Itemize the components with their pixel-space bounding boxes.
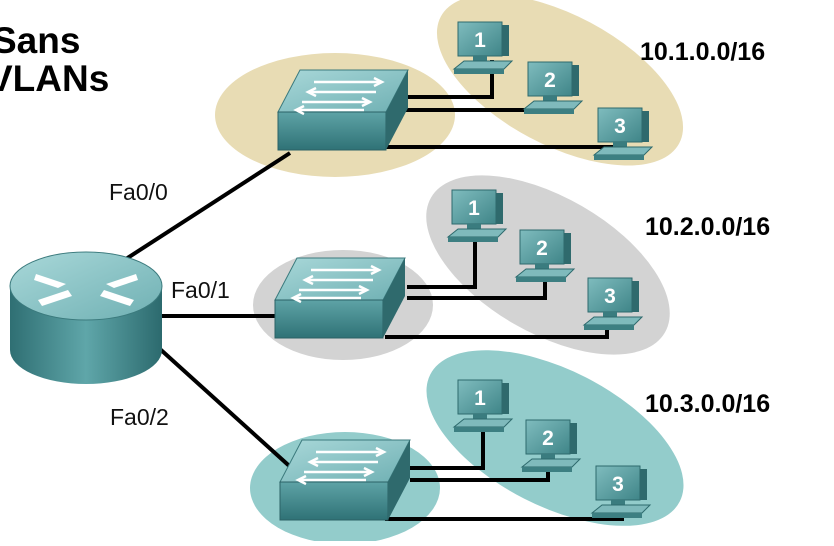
title-line-1: Sans bbox=[0, 20, 81, 61]
pc-icon: 3 bbox=[582, 277, 644, 330]
pc-icon: 3 bbox=[592, 107, 654, 160]
router bbox=[9, 251, 163, 384]
pc-number-label: 3 bbox=[604, 285, 616, 308]
pc-icon: 2 bbox=[522, 61, 584, 114]
port-label-fa0-1: Fa0/1 bbox=[171, 277, 230, 303]
router-arrows-icon bbox=[34, 274, 138, 306]
link-switch2-pc1 bbox=[407, 232, 477, 289]
port-label-fa0-2: Fa0/2 bbox=[110, 404, 169, 430]
link-switch3-pc1 bbox=[410, 420, 485, 470]
link-fa0-0 bbox=[110, 151, 292, 270]
pc-number-label: 3 bbox=[612, 473, 624, 496]
pc-icon: 3 bbox=[590, 465, 652, 518]
title-line-2: VLANs bbox=[0, 58, 110, 99]
pc-icon: 1 bbox=[452, 379, 514, 432]
pc-number-label: 1 bbox=[468, 197, 480, 220]
switch-3 bbox=[279, 439, 411, 521]
pc-number-label: 2 bbox=[536, 237, 548, 260]
pc-number-label: 2 bbox=[542, 427, 554, 450]
segment-ellipses bbox=[215, 0, 684, 544]
pc-icon: 2 bbox=[520, 419, 582, 472]
pc-number-label: 1 bbox=[474, 387, 486, 410]
segment-1-hosts-zone bbox=[436, 0, 684, 166]
switch-2 bbox=[274, 257, 406, 339]
switch-arrows-icon bbox=[295, 446, 387, 486]
port-label-fa0-0: Fa0/0 bbox=[109, 179, 168, 205]
switch-1 bbox=[277, 69, 409, 151]
switches bbox=[274, 69, 411, 521]
subnet-label-3: 10.3.0.0/16 bbox=[645, 390, 771, 418]
link-fa0-2 bbox=[148, 338, 298, 474]
subnet-label-1: 10.1.0.0/16 bbox=[640, 38, 766, 66]
hosts: 1 2 3 1 2 3 1 2 3 bbox=[446, 21, 654, 518]
pc-number-label: 3 bbox=[614, 115, 626, 138]
pc-icon: 1 bbox=[446, 189, 508, 242]
pc-icon: 1 bbox=[452, 21, 514, 74]
pc-icon: 2 bbox=[514, 229, 576, 282]
pc-number-label: 1 bbox=[474, 29, 486, 52]
subnet-label-2: 10.2.0.0/16 bbox=[645, 213, 771, 241]
switch-arrows-icon bbox=[290, 264, 382, 304]
pc-number-label: 2 bbox=[544, 69, 556, 92]
switch-arrows-icon bbox=[293, 76, 385, 116]
